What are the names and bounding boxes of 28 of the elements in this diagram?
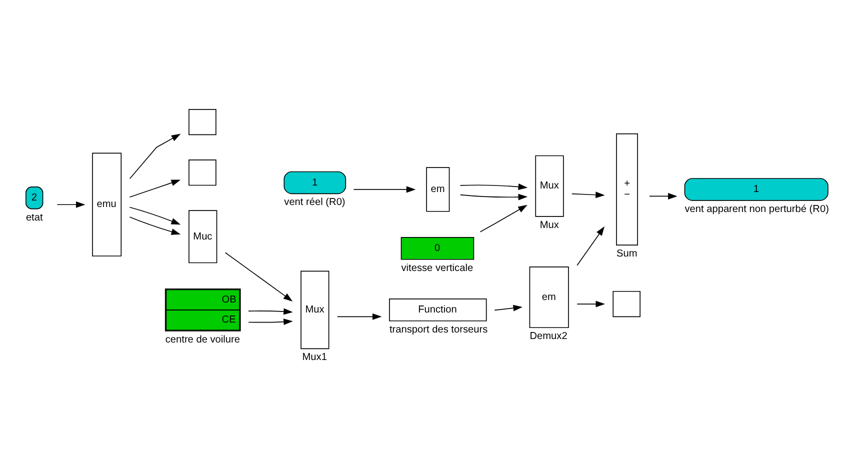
arrow xyxy=(460,183,528,190)
arrow xyxy=(129,179,181,198)
arrow xyxy=(248,308,293,314)
arrow xyxy=(480,204,528,232)
arrow xyxy=(649,192,678,199)
node-label: Mux1 xyxy=(302,352,327,363)
arrow xyxy=(336,312,382,320)
node-label: Mux xyxy=(540,219,559,230)
arrow xyxy=(129,216,181,234)
node-label: transport des torseurs xyxy=(389,324,488,335)
node-label: etat xyxy=(26,212,43,223)
node-label: vitesse verticale xyxy=(401,262,474,274)
node-label: Demux2 xyxy=(530,330,568,342)
arrow xyxy=(248,318,293,325)
arrow xyxy=(571,191,605,198)
arrow xyxy=(494,304,523,311)
arrow xyxy=(129,206,181,224)
arrow xyxy=(460,193,528,200)
node-label: centre de voilure xyxy=(165,334,240,345)
arrow xyxy=(576,300,606,307)
arrow xyxy=(224,252,293,301)
arrow xyxy=(576,226,604,266)
arrow xyxy=(353,186,416,192)
arrow xyxy=(56,200,86,208)
node-label: Sum xyxy=(616,248,638,260)
arrow xyxy=(129,133,181,179)
node-label: vent apparent non perturbé (R0) xyxy=(684,203,829,214)
node-label: vent réel (R0) xyxy=(284,196,346,208)
